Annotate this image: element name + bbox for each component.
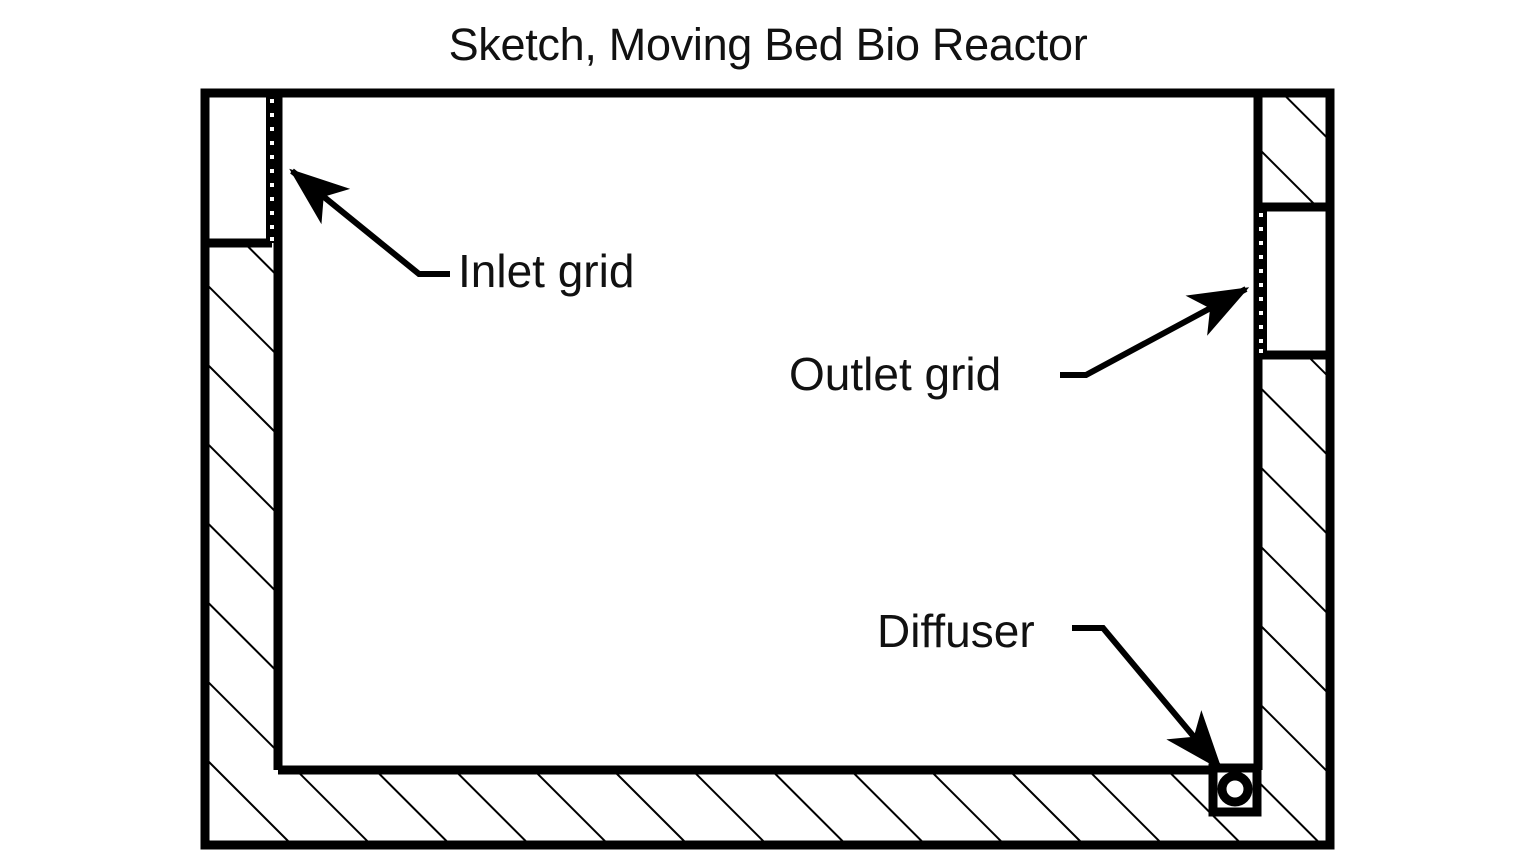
diffuser-leader xyxy=(1072,625,1223,771)
outlet-grid-bar-body xyxy=(1255,207,1267,355)
figure-title: Sketch, Moving Bed Bio Reactor xyxy=(448,19,1088,70)
leader-line-group xyxy=(289,168,1250,771)
right-wall-hatched-upper xyxy=(1258,93,1330,207)
right-wall-hatched-lower xyxy=(1258,355,1330,845)
inlet-grid-leader xyxy=(289,168,450,277)
label-outlet-grid: Outlet grid xyxy=(789,348,1002,400)
left-wall-hatched xyxy=(205,243,278,845)
diffuser-nozzle-icon xyxy=(1217,771,1253,807)
label-diffuser: Diffuser xyxy=(877,605,1035,657)
hatched-wall-group xyxy=(205,93,1330,845)
inlet-grid-perforations xyxy=(270,99,274,241)
inlet-grid-bar-body xyxy=(266,93,278,243)
open-volume-group xyxy=(205,93,1330,770)
label-inlet-grid: Inlet grid xyxy=(458,245,635,297)
reactor-outer-shell xyxy=(200,88,1335,850)
outlet-grid-leader xyxy=(1060,286,1250,378)
inlet-grid-bar[interactable] xyxy=(266,93,278,243)
outlet-grid-bar[interactable] xyxy=(1255,207,1267,355)
inlet-chamber xyxy=(205,93,272,243)
floor-hatched xyxy=(205,770,1330,845)
reactor-interior xyxy=(278,93,1258,770)
outlet-chamber xyxy=(1266,207,1330,355)
outlet-grid-perforations xyxy=(1259,213,1263,353)
diffuser-unit[interactable] xyxy=(1208,763,1262,817)
